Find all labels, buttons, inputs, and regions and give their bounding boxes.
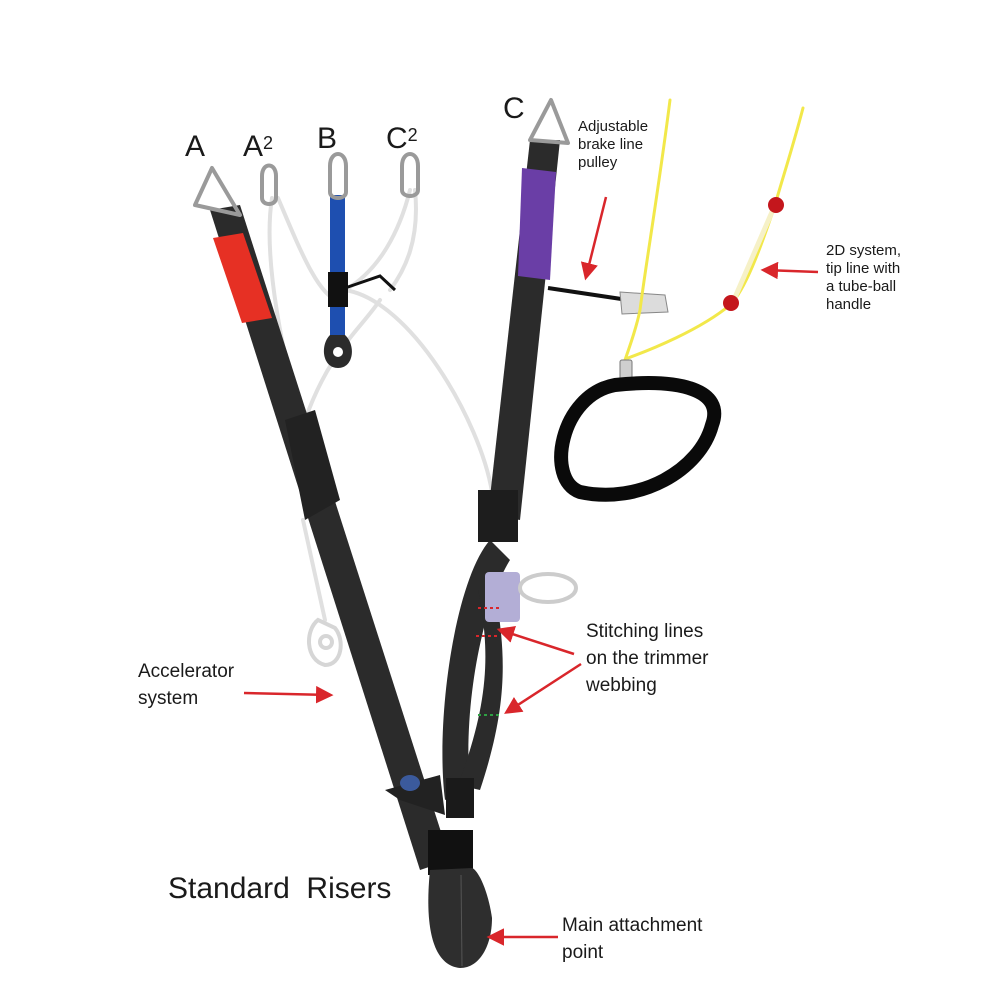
annotation-accelerator: Accelerator system bbox=[138, 661, 235, 709]
a-riser-webbing bbox=[210, 205, 450, 870]
annotation-brake-pulley: Adjustable brake line pulley bbox=[578, 118, 649, 171]
tip-ball-lower bbox=[723, 295, 739, 311]
c2-line-left bbox=[343, 188, 412, 292]
brake-pulley bbox=[619, 291, 669, 315]
trimmer-webbing bbox=[442, 540, 510, 800]
b-carabiner-icon bbox=[328, 152, 348, 200]
diagram-title: Standard Risers bbox=[168, 872, 392, 905]
merge-pulley bbox=[400, 775, 420, 791]
tip-ball-upper bbox=[768, 197, 784, 213]
c-riser-sleeve bbox=[518, 168, 556, 280]
c-riser-keeper bbox=[478, 490, 518, 542]
merge-triangle bbox=[385, 775, 445, 815]
c2-carabiner-icon bbox=[400, 152, 420, 198]
tip-line-tube bbox=[730, 202, 778, 305]
c2-line-right bbox=[388, 188, 418, 292]
arrow-stitching-lower bbox=[504, 662, 582, 714]
b-to-c-line bbox=[343, 288, 494, 494]
accelerator-pulley bbox=[306, 617, 343, 668]
brake-handle bbox=[554, 376, 722, 502]
trimmer-ring bbox=[518, 572, 578, 604]
label-b: B bbox=[317, 122, 338, 155]
arrow-tip-line bbox=[760, 261, 819, 280]
trimmer-strap bbox=[458, 590, 503, 790]
label-c2: C2 bbox=[386, 122, 418, 155]
a-carabiner-icon bbox=[193, 166, 242, 217]
tip-line bbox=[626, 106, 805, 360]
a-riser-pulley-block bbox=[285, 410, 340, 520]
merge-keeper-upper bbox=[446, 778, 474, 818]
annotation-main-attachment: Main attachment point bbox=[562, 915, 703, 963]
label-a2: A2 bbox=[243, 130, 274, 163]
accelerator-line-left bbox=[301, 518, 327, 622]
arrow-brake-pulley bbox=[580, 196, 608, 281]
merge-keeper-lower bbox=[428, 830, 473, 875]
annotation-stitching: Stitching lines on the trimmer webbing bbox=[586, 621, 709, 696]
brake-line bbox=[623, 98, 672, 362]
label-a: A bbox=[185, 130, 206, 163]
arrow-accelerator bbox=[243, 685, 334, 704]
c-carabiner-icon bbox=[528, 98, 570, 145]
b-riser-keeper bbox=[328, 272, 348, 307]
brake-pulley-cord bbox=[547, 286, 629, 302]
b-riser-webbing bbox=[330, 195, 345, 335]
trimmer-buckle bbox=[485, 572, 520, 622]
annotation-arrows bbox=[243, 196, 819, 946]
b-riser-ties bbox=[344, 274, 397, 292]
a2-carabiner-icon bbox=[260, 163, 278, 206]
a-riser-sleeve bbox=[213, 233, 272, 323]
carabiners bbox=[193, 98, 570, 217]
annotation-tip-line: 2D system, tip line with a tube-ball han… bbox=[826, 242, 902, 313]
main-attachment-loop bbox=[428, 868, 492, 968]
stitching-lines bbox=[476, 607, 500, 716]
label-c: C bbox=[503, 92, 525, 125]
arrow-stitching-upper bbox=[496, 625, 575, 656]
yellow-lines bbox=[623, 98, 805, 362]
